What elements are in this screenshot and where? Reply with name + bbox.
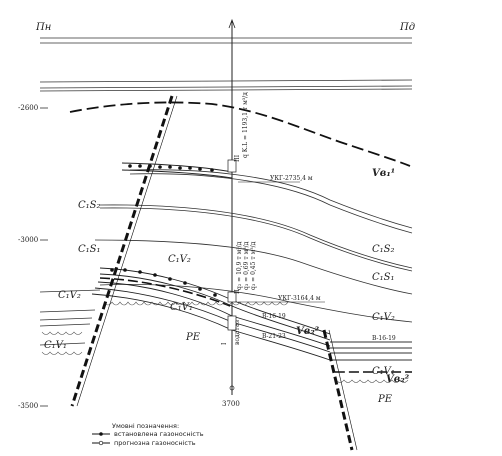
- basement-hatch: [41, 301, 409, 383]
- strata-c1s2-right: C₁S₂: [372, 244, 395, 255]
- horizon-b21-23: В-21-23: [262, 333, 286, 340]
- strata-c1s1-right: C₁S₁: [372, 272, 395, 283]
- gas-horizon-upper: [121, 162, 233, 179]
- legend-forecast-dot: [98, 440, 104, 446]
- well-3700: [228, 18, 236, 395]
- well-q-mid2: q₃ = 0,69 т м³/д: [243, 241, 250, 290]
- left-block-lines: [39, 289, 101, 346]
- strata-vb2-right: Vв₂²: [386, 374, 410, 385]
- right-block-lines: [330, 341, 412, 361]
- strata-c1v1-right: C₁V₁: [372, 366, 395, 377]
- south-label: Пд: [399, 22, 415, 33]
- well-q-top: q K.L = 1193,1 т м³/д: [242, 92, 249, 158]
- legend-title: Умовні позначення:: [112, 422, 179, 430]
- depth-3000: -3000: [18, 236, 38, 244]
- strata-c1v2-right: C₁V₂: [372, 312, 395, 323]
- strata-c1s1-left: C₁S₁: [78, 244, 101, 255]
- gas-markers-lower: [110, 268, 217, 297]
- legend: Умовні позначення: встановлена газоносні…: [92, 422, 204, 447]
- gwc-2-label: УКГ-3164,4 м: [278, 295, 321, 302]
- interval-top: III: [234, 154, 241, 162]
- legend-established: встановлена газоносність: [114, 430, 204, 438]
- gwc-1-label: УКГ-2735,4 м: [270, 175, 313, 182]
- depth-3500: -3500: [18, 402, 38, 410]
- strata-c1v2-center: C₁V₂: [168, 254, 191, 265]
- water-label: вода: [234, 330, 241, 345]
- well-number: 3700: [222, 400, 240, 408]
- boundary-vb1: [69, 101, 411, 167]
- surface-layers: [39, 37, 413, 92]
- horizon-b16-19-b: В-16-19: [372, 335, 396, 342]
- horizon-b16-19-a: В-16-19: [262, 313, 286, 320]
- fault-right: [322, 329, 358, 451]
- gwc-line-lower: [99, 277, 231, 307]
- depth-2600: -2600: [18, 104, 38, 112]
- test-intervals: [227, 159, 237, 331]
- north-label: Пн: [35, 22, 51, 33]
- well-q-mid3: q₃ = 0,45 т м³/д: [250, 241, 257, 290]
- strata-c1v2-left: C₁V₂: [58, 290, 81, 301]
- fault-left: [70, 95, 178, 407]
- legend-forecast: прогнозна газоносність: [114, 439, 196, 447]
- gas-label: газ: [234, 320, 241, 330]
- interval-mid: II: [234, 289, 241, 294]
- strata-pe-center: PE: [185, 332, 201, 343]
- strata-pe-right: PE: [377, 394, 393, 405]
- gas-horizon-lower: [91, 267, 331, 361]
- gas-markers-upper: [128, 164, 214, 172]
- strata-c1v1-center: C₁V₁: [170, 302, 193, 313]
- legend-established-dot: [99, 432, 103, 436]
- strata-vb1-top: Vв₁¹: [372, 168, 395, 179]
- depth-axis: [40, 107, 48, 407]
- well-q-mid1: q₂ = 10,9 т м³/д: [236, 241, 243, 290]
- strata-c1s2-left: C₁S₂: [78, 200, 101, 211]
- strata-c1v1-left: C₁V₁: [44, 340, 67, 351]
- strata-vb2-mid: Vв₂²: [296, 326, 320, 337]
- interval-low: I: [221, 342, 228, 345]
